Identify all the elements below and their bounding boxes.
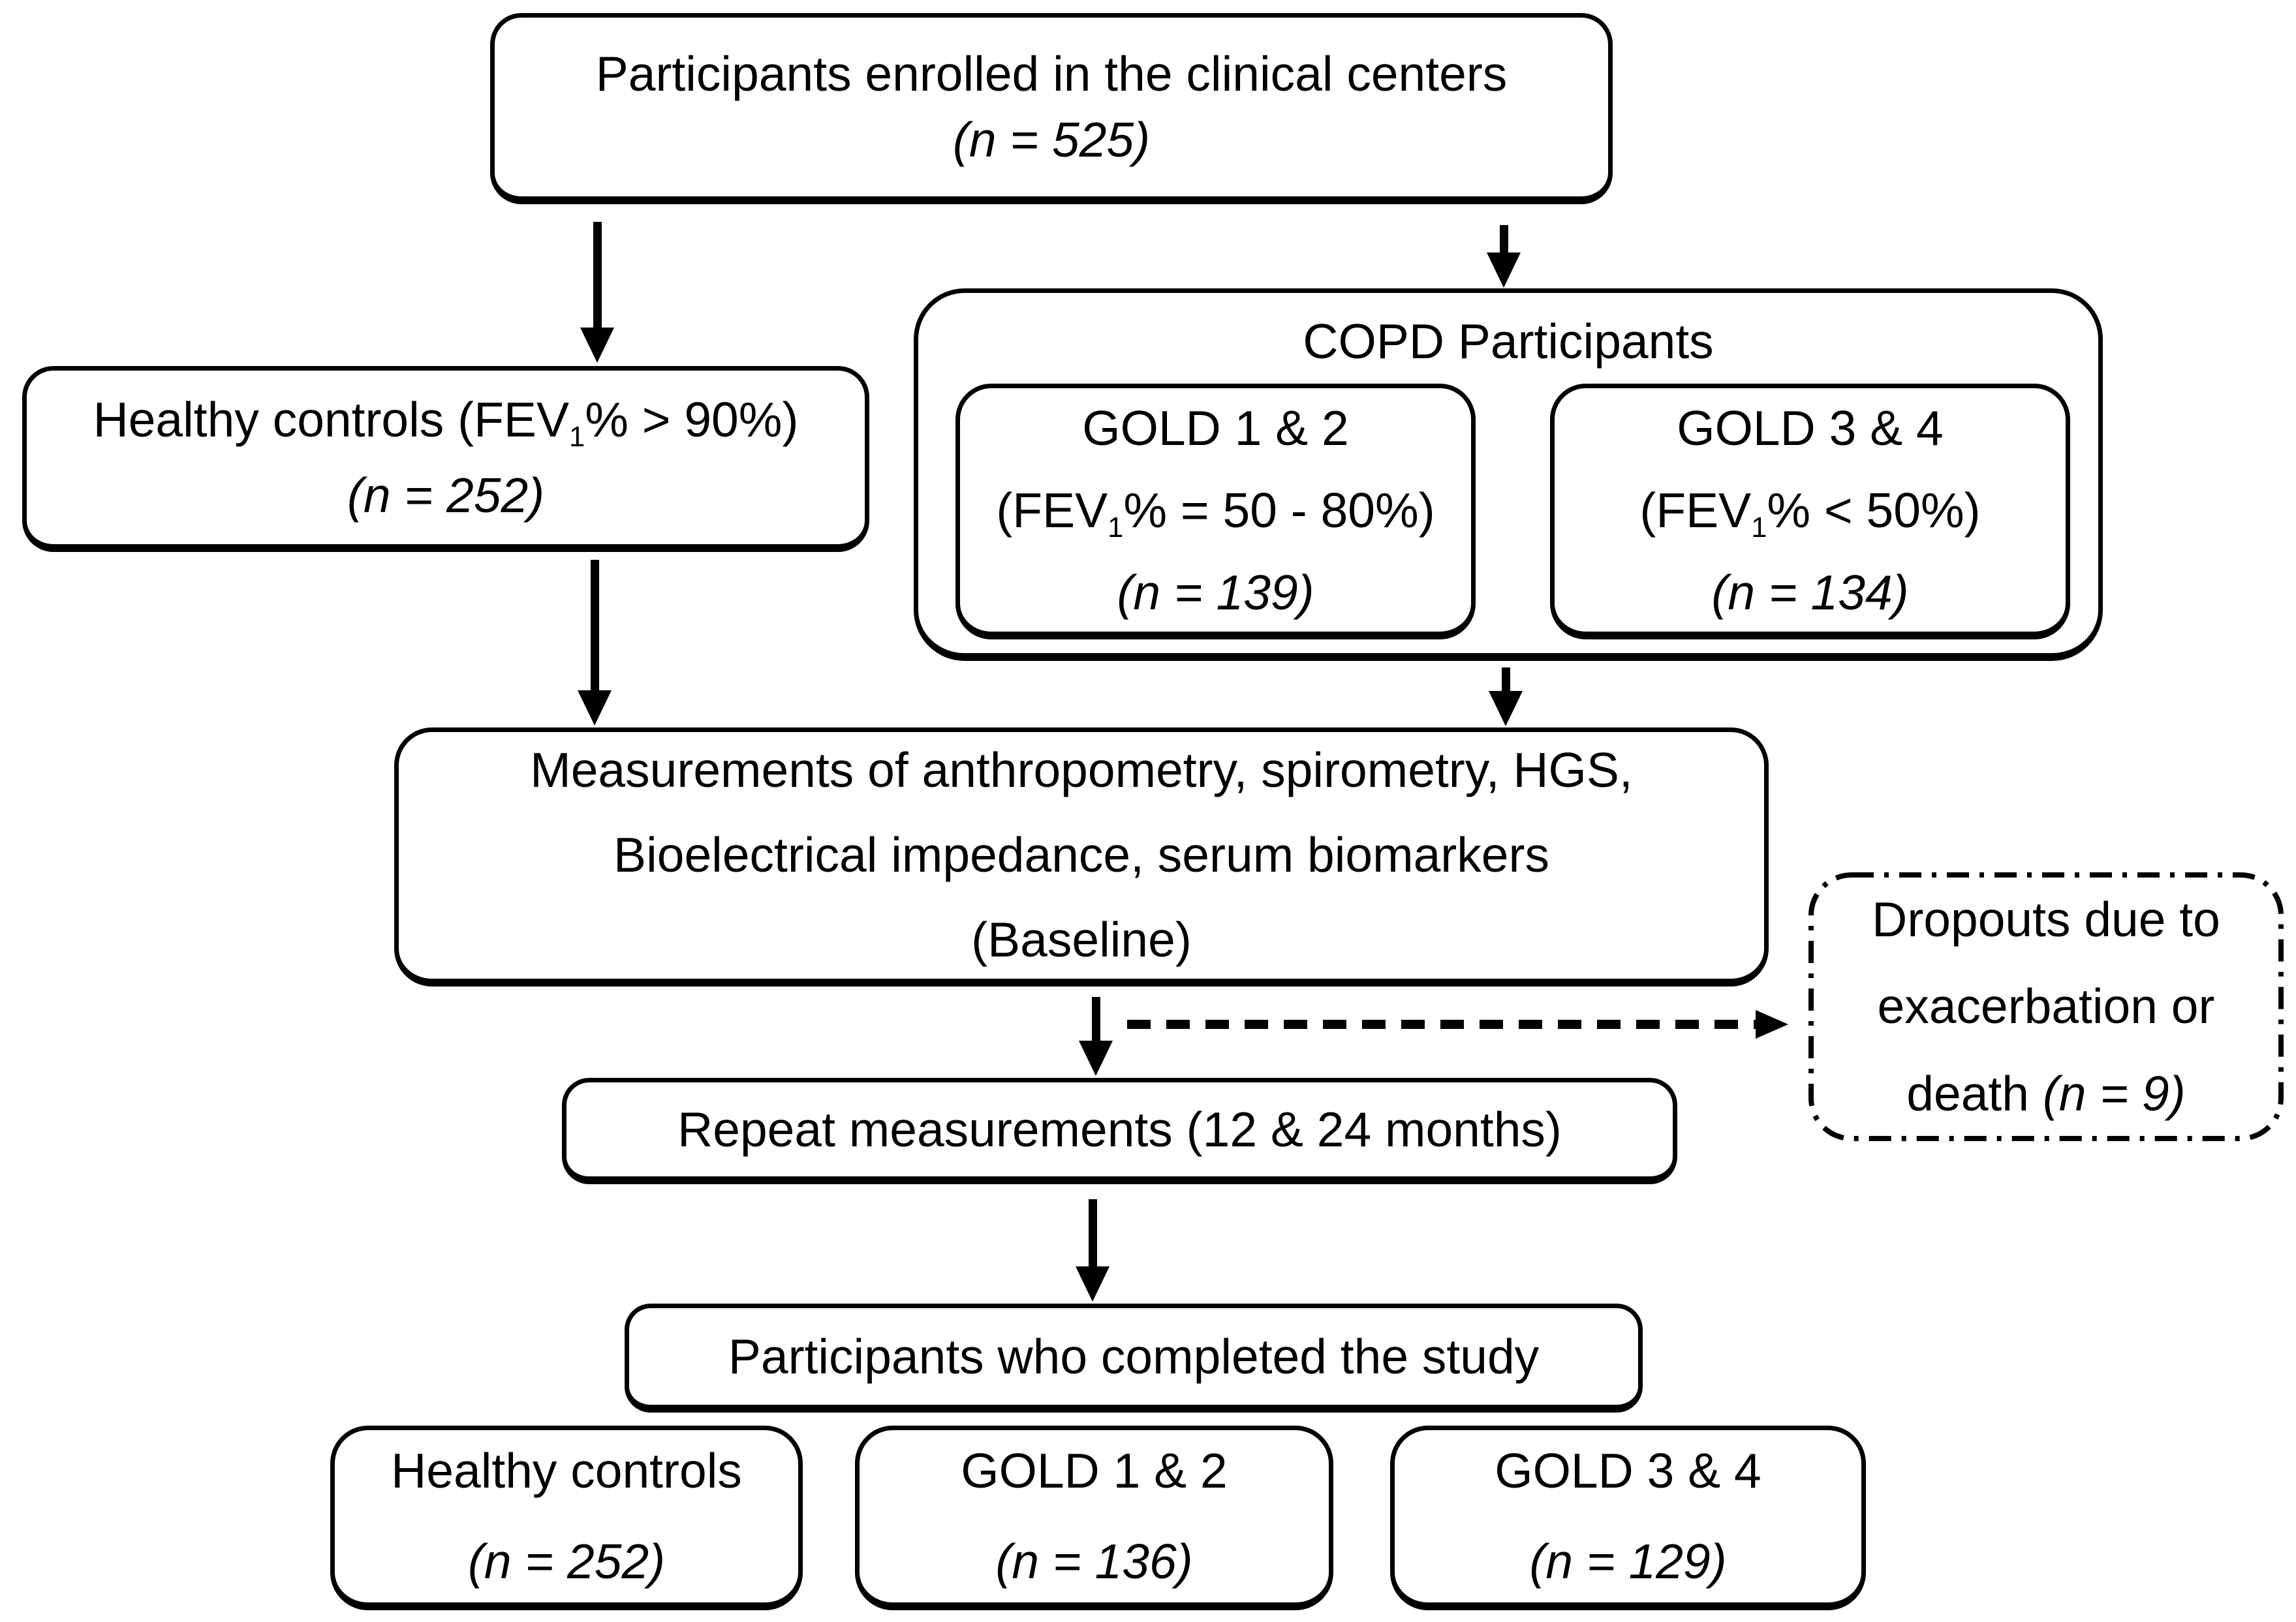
dashed-arrow-to-dropouts (1127, 1010, 1788, 1039)
dropouts-box: Dropouts due to exacerbation or death (n… (1808, 872, 2284, 1142)
dropouts-line3-count: (n = 9) (2042, 1065, 2186, 1121)
enrolled-count: (n = 525) (952, 112, 1151, 167)
dashed-arrow-head (1756, 1010, 1788, 1039)
copd-participants-box: COPD Participants GOLD 1 & 2 (FEV1% = 50… (914, 288, 2103, 661)
completed-study-label: Participants who completed the study (728, 1328, 1540, 1384)
enrolled-box: Participants enrolled in the clinical ce… (490, 13, 1613, 204)
dropouts-line3-pre: death (1906, 1065, 2043, 1121)
dropouts-line1: Dropouts due to (1872, 891, 2220, 947)
arrow-head (580, 328, 614, 363)
arrow-head (1487, 252, 1521, 288)
healthy-controls-label: Healthy controls (FEV1% > 90%) (93, 382, 799, 457)
final-healthy-count: (n = 252) (467, 1534, 666, 1589)
dashdot-border (1808, 872, 2284, 1141)
measurements-line3: (Baseline) (971, 911, 1192, 967)
dashed-arrow-shaft (1127, 1020, 1756, 1029)
final-gold-3-4-box: GOLD 3 & 4 (n = 129) (1390, 1426, 1866, 1610)
gold-3-4-criteria-post: % < 50%) (1767, 482, 1981, 538)
gold-3-4-count: (n = 134) (1711, 564, 1909, 620)
dropouts-line3: death (n = 9) (1906, 1050, 2185, 1138)
arrow-head (1076, 1266, 1109, 1302)
fev-subscript: 1 (1108, 512, 1124, 543)
arrow-shaft (593, 222, 602, 328)
final-gold-3-4-count: (n = 129) (1529, 1534, 1727, 1589)
arrow-shaft (1088, 1199, 1097, 1266)
healthy-controls-box: Healthy controls (FEV1% > 90%) (n = 252) (22, 366, 869, 552)
arrow-head (1489, 691, 1523, 726)
final-healthy-controls-box: Healthy controls (n = 252) (330, 1426, 803, 1610)
repeat-measurements-label: Repeat measurements (12 & 24 months) (677, 1101, 1562, 1157)
gold-3-4-label: GOLD 3 & 4 (1677, 400, 1944, 455)
gold-3-4-criteria: (FEV1% < 50%) (1639, 469, 1980, 551)
arrow-shaft (1501, 667, 1510, 691)
arrow-repeat-to-completed (1076, 1199, 1109, 1302)
arrow-shaft (590, 560, 599, 690)
gold-1-2-criteria-pre: (FEV (996, 482, 1108, 538)
final-gold-1-2-label: GOLD 1 & 2 (961, 1443, 1228, 1499)
healthy-label-post: % > 90%) (585, 391, 799, 447)
measurements-box: Measurements of anthropometry, spirometr… (394, 727, 1769, 987)
arrow-enrolled-to-copd (1487, 225, 1521, 288)
final-gold-1-2-count: (n = 136) (995, 1534, 1193, 1589)
gold-1-2-label: GOLD 1 & 2 (1082, 400, 1349, 455)
gold-1-2-box: GOLD 1 & 2 (FEV1% = 50 - 80%) (n = 139) (955, 384, 1476, 639)
completed-study-box: Participants who completed the study (625, 1304, 1643, 1413)
arrow-copd-to-measurements (1489, 667, 1523, 726)
arrow-head (578, 690, 612, 726)
final-gold-3-4-label: GOLD 3 & 4 (1495, 1443, 1761, 1499)
arrow-shaft (1499, 225, 1508, 252)
arrow-measurements-to-repeat (1079, 997, 1113, 1076)
fev-subscript: 1 (1751, 512, 1767, 543)
healthy-controls-count: (n = 252) (347, 468, 545, 523)
gold-1-2-criteria-post: % = 50 - 80%) (1123, 482, 1435, 538)
gold-1-2-criteria: (FEV1% = 50 - 80%) (996, 469, 1435, 551)
gold-3-4-criteria-pre: (FEV (1639, 482, 1752, 538)
arrow-healthy-to-measurements (578, 560, 612, 726)
measurements-line1: Measurements of anthropometry, spirometr… (530, 742, 1633, 798)
fev-subscript: 1 (568, 421, 585, 453)
dropouts-line2: exacerbation or (1877, 979, 2215, 1034)
measurements-line2: Bioelectrical impedance, serum biomarker… (613, 827, 1549, 883)
arrow-enrolled-to-healthy (580, 222, 614, 363)
final-gold-1-2-box: GOLD 1 & 2 (n = 136) (855, 1426, 1333, 1610)
gold-1-2-count: (n = 139) (1117, 564, 1314, 620)
gold-3-4-box: GOLD 3 & 4 (FEV1% < 50%) (n = 134) (1550, 384, 2070, 639)
enrolled-label: Participants enrolled in the clinical ce… (595, 46, 1508, 101)
repeat-measurements-box: Repeat measurements (12 & 24 months) (562, 1078, 1677, 1184)
copd-participants-title: COPD Participants (1303, 314, 1714, 369)
healthy-label-pre: Healthy controls (FEV (93, 391, 569, 447)
arrow-shaft (1091, 997, 1100, 1041)
arrow-head (1079, 1041, 1113, 1076)
final-healthy-label: Healthy controls (391, 1443, 742, 1499)
